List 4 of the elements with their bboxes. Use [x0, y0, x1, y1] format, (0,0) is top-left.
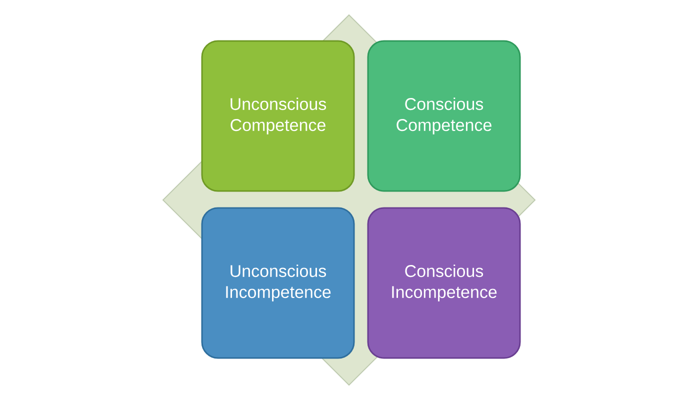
quadrant-box: Conscious Incompetence	[367, 207, 521, 359]
quadrant-box: Unconscious Incompetence	[201, 207, 355, 359]
quadrant-box: Unconscious Competence	[201, 40, 355, 192]
quadrant-box: Conscious Competence	[367, 40, 521, 192]
